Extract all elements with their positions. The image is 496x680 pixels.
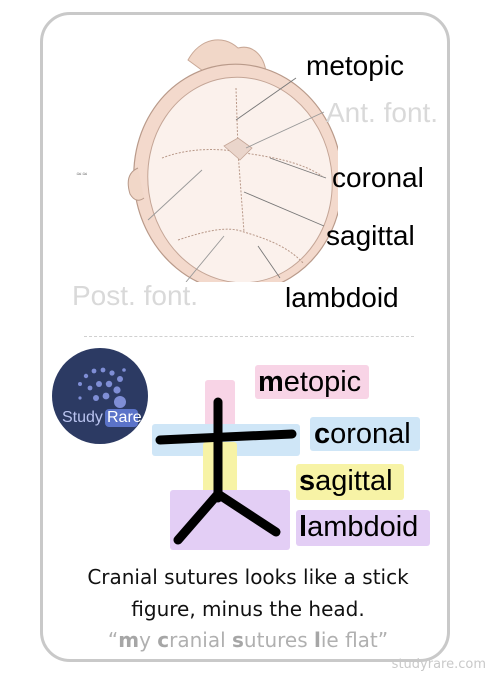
stick-label-metopic: metopic xyxy=(258,366,362,398)
coronal-label-bg xyxy=(310,417,420,451)
skull-illustration: ≈≈ xyxy=(76,39,338,282)
stick-label-sagittal: sagittal xyxy=(299,465,393,497)
caption-line-1: Cranial sutures looks like a stick xyxy=(87,565,409,589)
logo-text-study: Study xyxy=(62,409,103,426)
label-lambdoid: lambdoid xyxy=(285,282,399,313)
lambdoid-label-bg xyxy=(296,510,430,546)
caption-line-2: figure, minus the head. xyxy=(131,597,365,621)
label-posterior-fontanelle: Post. font. xyxy=(72,280,199,311)
stick-lambdoid-left xyxy=(173,489,223,545)
watermark: studyrare.com xyxy=(391,657,486,672)
label-coronal: coronal xyxy=(332,162,424,193)
label-anterior-fontanelle: Ant. font. xyxy=(326,97,439,128)
label-sagittal: sagittal xyxy=(326,220,415,251)
stick-label-lambdoid: lambdoid xyxy=(299,511,419,543)
stick-lambdoid-right xyxy=(213,489,281,537)
logo-text-rare: Rare xyxy=(107,409,142,426)
studyrare-logo: Study Rare xyxy=(52,348,148,444)
stick-figure-sutures xyxy=(155,397,297,545)
sagittal-label-bg xyxy=(296,464,404,500)
label-metopic: metopic xyxy=(306,50,405,81)
stick-label-coronal: coronal xyxy=(314,418,411,450)
metopic-label-bg xyxy=(255,365,369,399)
mnemonic-phrase: “my cranial sutures lie flat” xyxy=(107,628,389,652)
stick-coronal-line xyxy=(155,429,297,445)
section-divider xyxy=(84,336,414,337)
svg-text:≈≈: ≈≈ xyxy=(76,170,88,178)
